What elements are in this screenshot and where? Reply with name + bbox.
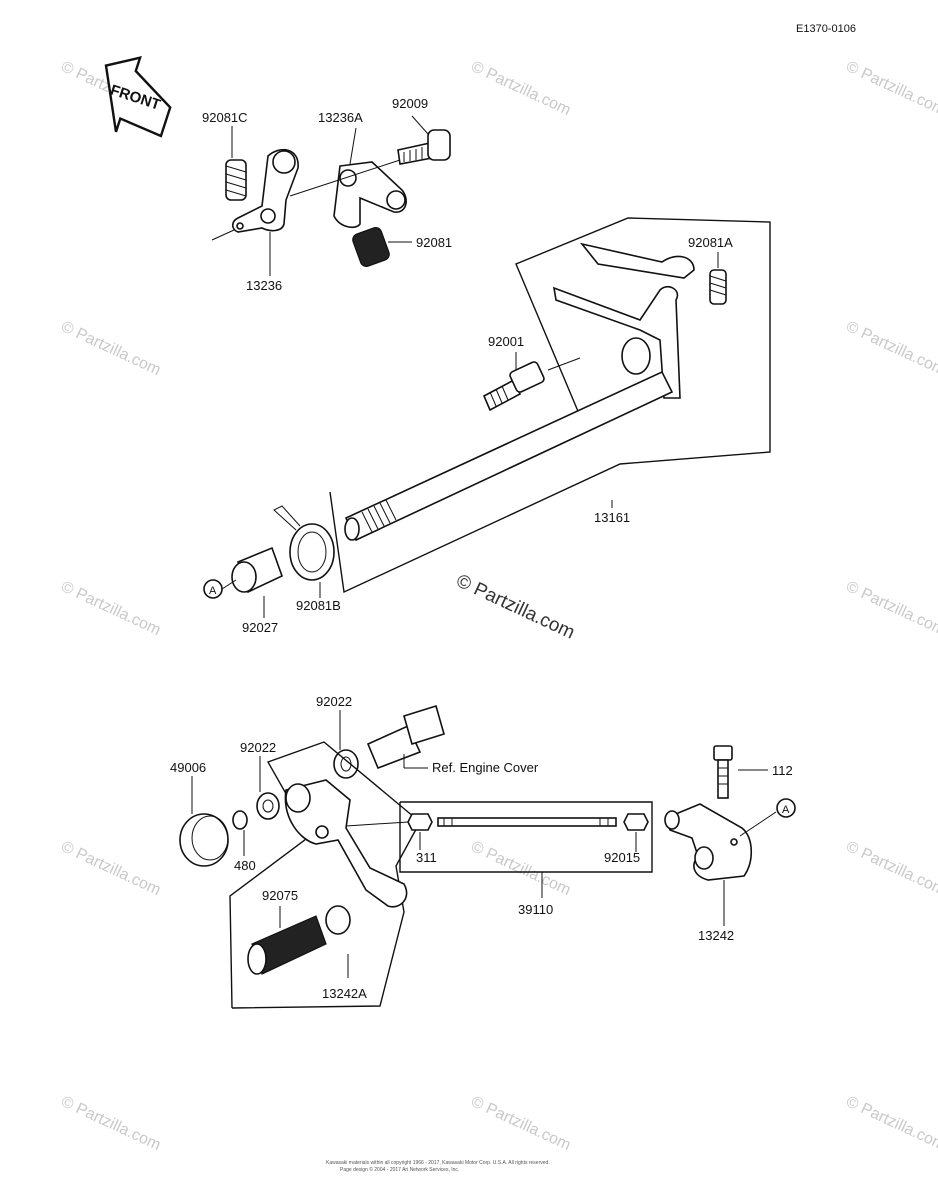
engine-cover-stud <box>366 704 445 770</box>
svg-text:A: A <box>782 804 790 816</box>
label-480: 480 <box>234 858 256 873</box>
label-112: 112 <box>772 763 793 778</box>
watermark: © Partzilla.com <box>843 318 938 379</box>
shaft-13161 <box>344 370 674 542</box>
watermark: © Partzilla.com <box>58 318 163 379</box>
label-92081C: 92081C <box>202 110 248 125</box>
peg-92075 <box>247 915 327 975</box>
watermark: © Partzilla.com <box>468 58 573 119</box>
watermark: © Partzilla.com <box>468 838 573 899</box>
watermark: © Partzilla.com <box>468 1093 573 1154</box>
spring-92081b <box>273 505 335 581</box>
label-92081: 92081 <box>416 235 452 250</box>
label-92027: 92027 <box>242 620 278 635</box>
label-13236A: 13236A <box>318 110 363 125</box>
label-13236: 13236 <box>246 278 282 293</box>
watermark: © Partzilla.com <box>58 578 163 639</box>
diagram-code: E1370-0106 <box>796 23 856 35</box>
collar-92027 <box>231 546 283 594</box>
washer-92022-a <box>333 749 359 779</box>
shift-plate <box>552 242 695 399</box>
bracket-13236a <box>333 161 407 229</box>
label-92009: 92009 <box>392 96 428 111</box>
label-92022-a: 92022 <box>316 694 352 709</box>
watermark: © Partzilla.com <box>843 1093 938 1154</box>
label-92022-b: 92022 <box>240 740 276 755</box>
spring-92081 <box>352 226 390 268</box>
label-92081B: 92081B <box>296 598 341 613</box>
joint-13242 <box>664 803 753 881</box>
watermark: © Partzilla.com <box>843 58 938 119</box>
center-watermark: © Partzilla.com <box>453 570 578 643</box>
part-labels: 92081C 13236A 92009 92081 13236 92081A 9… <box>170 96 793 1001</box>
footer-copyright: Kawasaki materials within all copyright … <box>326 1160 550 1166</box>
cap-49006 <box>179 813 229 867</box>
spring-92081a <box>709 269 727 305</box>
label-311: 311 <box>416 850 437 865</box>
clip-480 <box>232 810 248 830</box>
front-arrow-icon: FRONT <box>104 56 172 138</box>
label-13242: 13242 <box>698 928 734 943</box>
svg-text:A: A <box>209 585 217 597</box>
stud-92001 <box>482 361 545 412</box>
arm-13236 <box>231 148 299 233</box>
bolt-112 <box>713 745 733 799</box>
watermark: © Partzilla.com <box>58 1093 163 1154</box>
washer-92022-b <box>256 792 280 820</box>
tie-rod-39110 <box>407 813 649 831</box>
bolt-92009 <box>397 129 451 165</box>
label-49006: 49006 <box>170 760 206 775</box>
watermark: © Partzilla.com <box>843 578 938 639</box>
label-13242A: 13242A <box>322 986 367 1001</box>
label-92015: 92015 <box>604 850 640 865</box>
lever-boundary <box>229 741 421 1009</box>
label-engine-cover: Ref. Engine Cover <box>432 760 539 775</box>
footer-design: Page design © 2004 - 2017 Ari Network Se… <box>340 1166 459 1173</box>
marker-a-bottom: A <box>776 798 796 818</box>
watermark: © Partzilla.com <box>58 838 163 899</box>
label-39110: 39110 <box>518 902 553 917</box>
tie-rod-boundary <box>399 801 653 873</box>
label-13161: 13161 <box>594 510 630 525</box>
watermark: © Partzilla.com <box>843 838 938 899</box>
label-92081A: 92081A <box>688 235 733 250</box>
marker-a-top: A <box>203 579 223 599</box>
lever-13242a <box>284 779 408 935</box>
label-92001: 92001 <box>488 334 524 349</box>
watermarks: © Partzilla.com © Partzilla.com © Partzi… <box>58 58 938 1154</box>
assembly-boundary <box>329 217 771 594</box>
spring-92081c <box>225 159 247 201</box>
label-92075: 92075 <box>262 888 298 903</box>
